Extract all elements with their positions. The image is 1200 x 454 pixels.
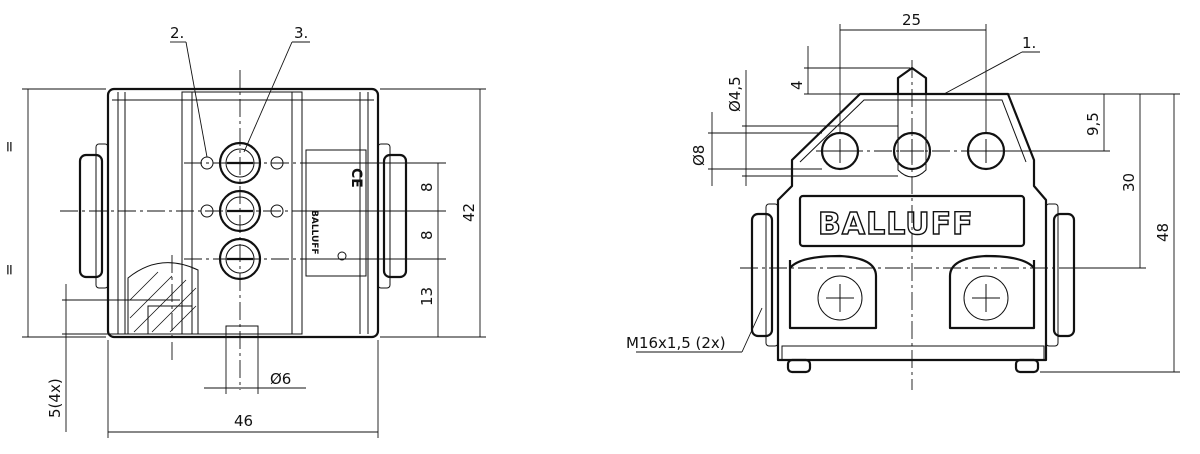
dim-pitch-8-bottom: 8: [418, 230, 436, 240]
side-lower-hole-left: [817, 275, 863, 321]
side-conduit-right: [1052, 212, 1076, 338]
side-conduit-left: [750, 212, 774, 338]
dim-offset-13: 13: [418, 287, 436, 306]
callout-2: 2.: [170, 24, 184, 42]
dim-hole-dia-6: Ø6: [270, 370, 291, 388]
side-brand: BALLUFF: [818, 207, 974, 242]
dim-offset-95: 9,5: [1084, 112, 1102, 136]
front-brand-vertical: BALLUFF: [309, 210, 319, 255]
dim-height-48: 48: [1154, 223, 1172, 242]
side-callout-1: 1.: [943, 34, 1040, 95]
front-dim-right: 8 8 13 42: [300, 88, 486, 338]
dim-top-25: 25: [902, 11, 921, 29]
front-left-conduit: [78, 153, 104, 279]
front-face-panel: [181, 91, 303, 335]
thread-label: M16x1,5 (2x): [626, 334, 726, 352]
side-view: BALLUFF 25: [626, 11, 1180, 390]
dim-pitch-8-top: 8: [418, 182, 436, 192]
dim-plunger-dia-45: Ø4,5: [726, 76, 744, 112]
dim-equal-top: =: [0, 140, 18, 153]
front-right-conduit: [382, 153, 408, 279]
dim-equal-bottom: =: [0, 263, 18, 276]
dim-plunger-4: 4: [788, 80, 806, 90]
front-section-hatch: [127, 262, 199, 335]
dim-height-42: 42: [460, 203, 478, 222]
side-thread-callout: M16x1,5 (2x): [626, 307, 763, 353]
side-dim-25: 25: [839, 11, 987, 132]
ce-mark: CE: [348, 168, 364, 188]
side-dim-plunger: 4 Ø4,5 Ø8: [690, 46, 910, 186]
dim-width-46: 46: [234, 412, 253, 430]
callout-3: 3.: [294, 24, 308, 42]
dim-height-30: 30: [1120, 173, 1138, 192]
side-foot-left: [786, 358, 812, 374]
side-housing-outline: [776, 92, 1048, 362]
dim-hole-dia-8: Ø8: [690, 145, 708, 166]
front-view: CE BALLUFF: [0, 24, 486, 438]
front-dim-equal: = =: [0, 88, 106, 338]
front-dim-bottom: 46 Ø6 5(4x): [46, 284, 379, 438]
callout-1: 1.: [1022, 34, 1036, 52]
front-label-panel: [305, 149, 367, 277]
side-lower-hole-right: [963, 275, 1009, 321]
side-dim-right: 9,5 30 48: [986, 93, 1180, 373]
front-callouts: 2. 3.: [170, 24, 310, 158]
side-foot-right: [1014, 358, 1040, 374]
dim-mount-5-4x: 5(4x): [46, 378, 64, 418]
